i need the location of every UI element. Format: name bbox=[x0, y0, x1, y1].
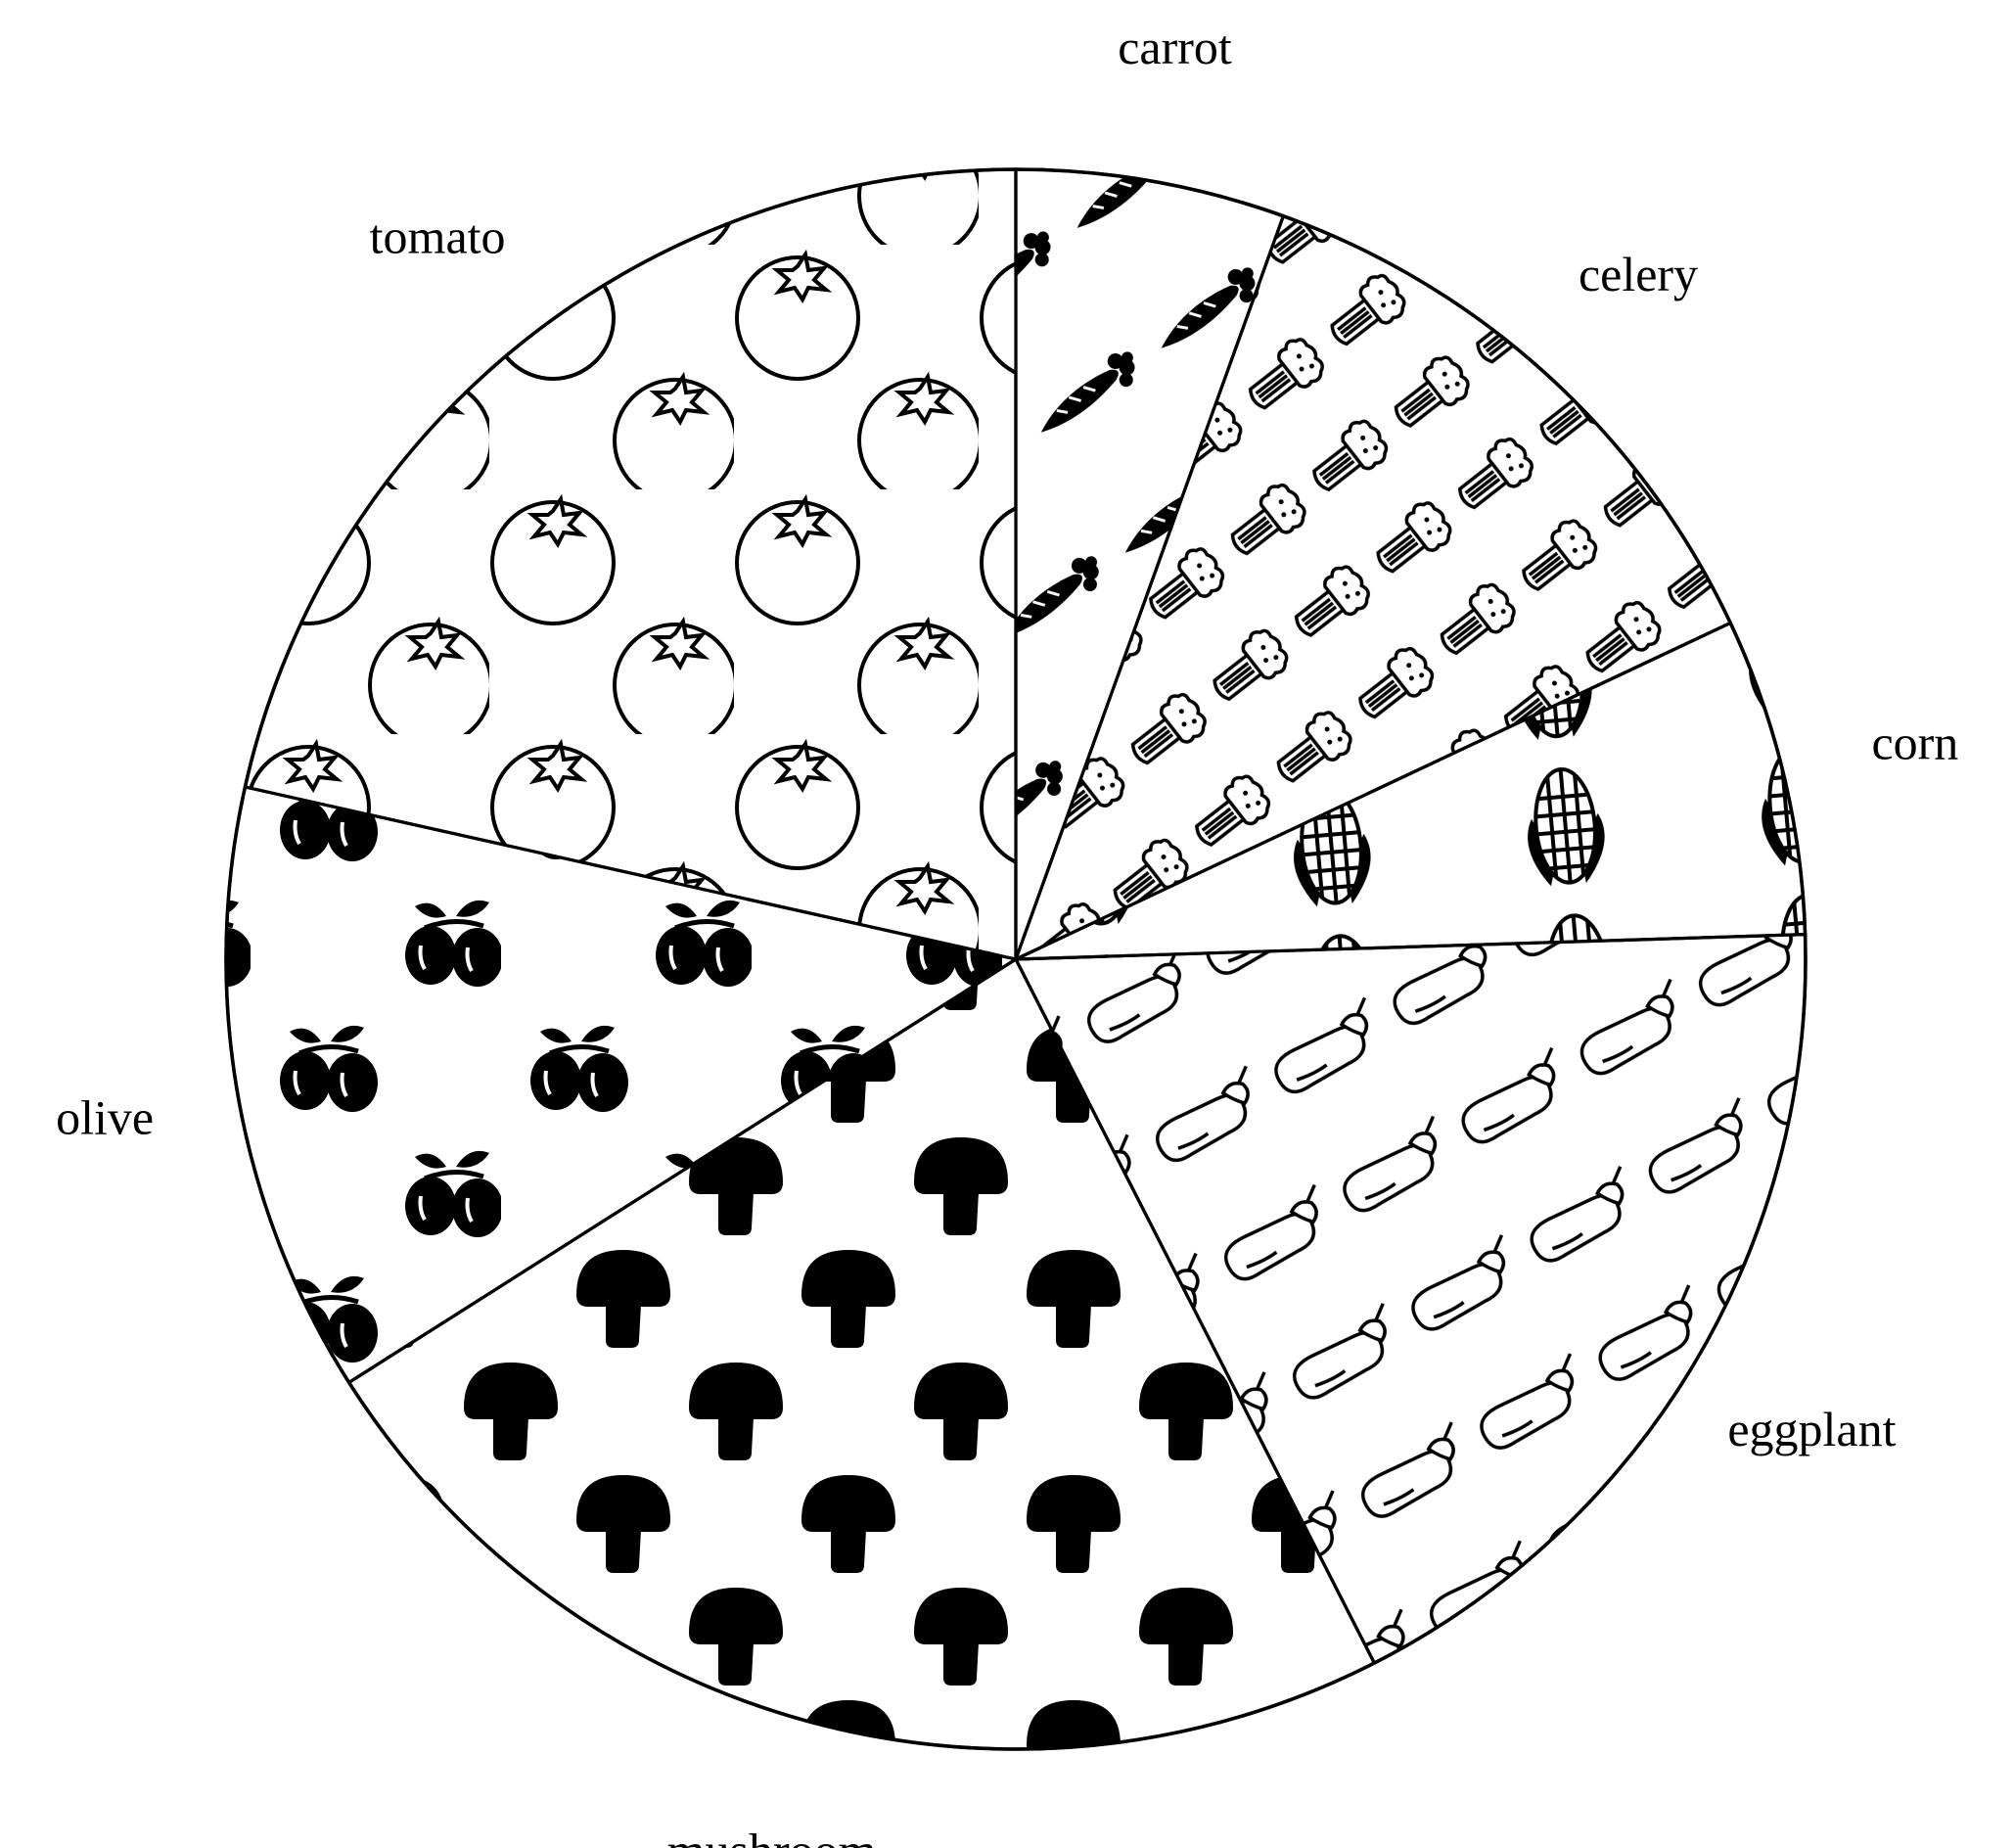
pie-labels: carrot celery corn eggplant mushroom olive tom… bbox=[56, 20, 1958, 1848]
pie-label-mushroom: mushroom bbox=[667, 1824, 877, 1848]
pie-outline bbox=[224, 167, 1808, 1751]
pie-label-carrot: carrot bbox=[1118, 20, 1232, 74]
pie-label-corn: corn bbox=[1871, 715, 1958, 769]
pie-label-celery: celery bbox=[1579, 247, 1698, 301]
pie-label-tomato: tomato bbox=[370, 209, 506, 264]
pie-label-olive: olive bbox=[56, 1090, 154, 1145]
pie-slices bbox=[224, 167, 1808, 1751]
pie-label-eggplant: eggplant bbox=[1727, 1402, 1896, 1456]
